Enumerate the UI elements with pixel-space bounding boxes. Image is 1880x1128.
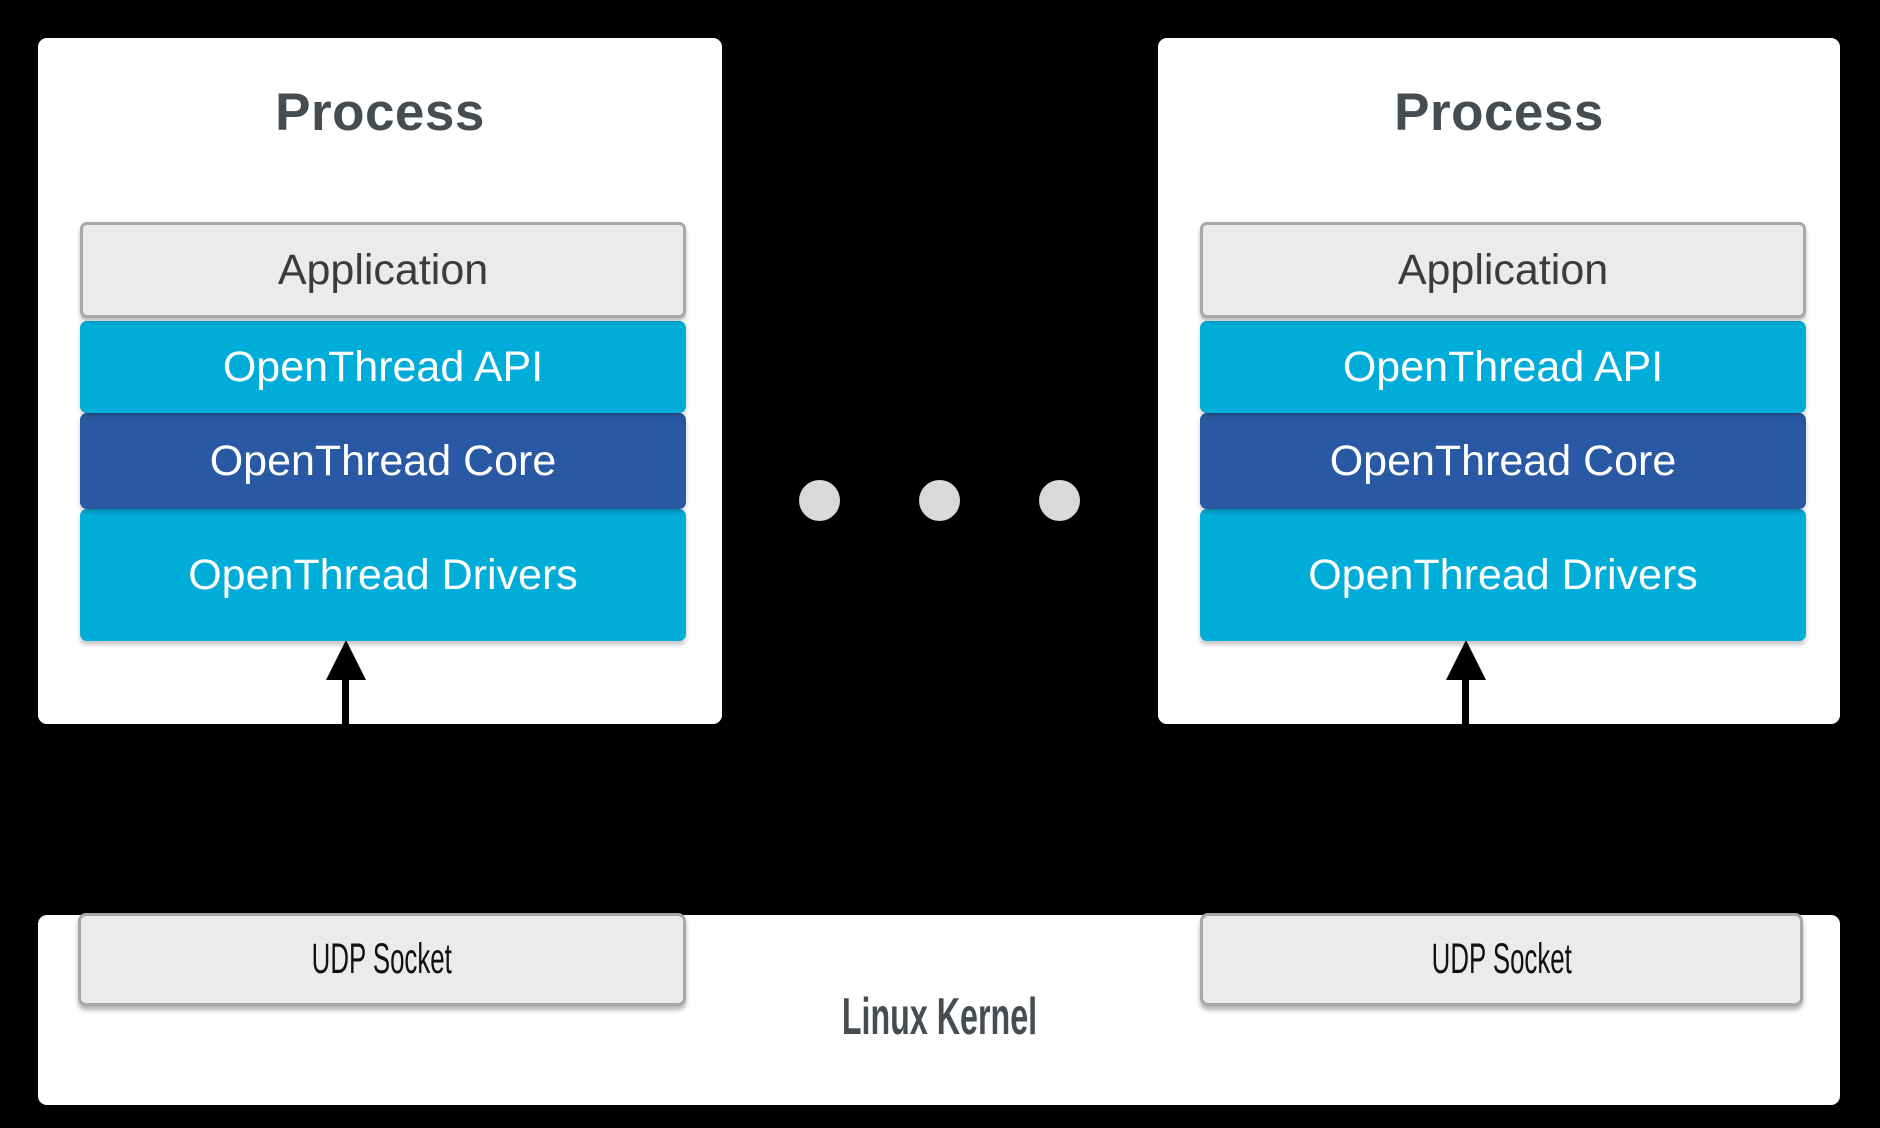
arrow-shaft-right bbox=[1462, 674, 1469, 726]
layer-application-left: Application bbox=[80, 222, 686, 318]
layer-openthread-core-right: OpenThread Core bbox=[1200, 413, 1806, 509]
process-panel-right: Process Application OpenThread API OpenT… bbox=[1158, 38, 1840, 724]
process-title-right: Process bbox=[1394, 83, 1604, 142]
linux-kernel-title-text: Linux Kernel bbox=[841, 988, 1037, 1046]
process-panel-left: Process Application OpenThread API OpenT… bbox=[38, 38, 722, 724]
layer-openthread-drivers-right: OpenThread Drivers bbox=[1200, 509, 1806, 641]
arrow-head-left bbox=[326, 640, 366, 680]
layer-stack-left: Application OpenThread API OpenThread Co… bbox=[80, 222, 686, 641]
udp-socket-label-left: UDP Socket bbox=[311, 935, 453, 983]
ellipsis-dot bbox=[799, 480, 840, 521]
layer-openthread-api-label-left: OpenThread API bbox=[222, 342, 544, 391]
ellipsis-dots bbox=[790, 480, 1100, 522]
layer-openthread-api-left: OpenThread API bbox=[80, 321, 686, 413]
udp-socket-label-right: UDP Socket bbox=[1431, 935, 1572, 983]
layer-openthread-drivers-left: OpenThread Drivers bbox=[80, 509, 686, 641]
layer-openthread-api-label-right: OpenThread API bbox=[1342, 342, 1664, 391]
arrow-shaft-left bbox=[342, 674, 349, 726]
layer-openthread-drivers-label-right: OpenThread Drivers bbox=[1308, 550, 1698, 599]
arrow-head-right bbox=[1446, 640, 1486, 680]
udp-socket-box-right: UDP Socket bbox=[1200, 913, 1803, 1006]
layer-openthread-core-label-right: OpenThread Core bbox=[1329, 436, 1677, 485]
process-title-left: Process bbox=[275, 83, 485, 142]
arrow-up-icon-left bbox=[322, 640, 368, 726]
layer-openthread-core-left: OpenThread Core bbox=[80, 413, 686, 509]
layer-openthread-api-right: OpenThread API bbox=[1200, 321, 1806, 413]
layer-openthread-drivers-label-left: OpenThread Drivers bbox=[188, 550, 578, 599]
arrow-up-icon-right bbox=[1442, 640, 1488, 726]
layer-application-right: Application bbox=[1200, 222, 1806, 318]
linux-kernel-panel: UDP Socket UDP Socket Linux Kernel bbox=[38, 913, 1840, 1105]
udp-socket-box-left: UDP Socket bbox=[78, 913, 686, 1006]
layer-application-label-right: Application bbox=[1397, 245, 1609, 294]
layer-stack-right: Application OpenThread API OpenThread Co… bbox=[1200, 222, 1806, 641]
layer-application-label-left: Application bbox=[277, 245, 489, 294]
layer-openthread-core-label-left: OpenThread Core bbox=[209, 436, 557, 485]
linux-kernel-title: Linux Kernel bbox=[38, 991, 1840, 1043]
ellipsis-dot bbox=[1039, 480, 1080, 521]
ellipsis-dot bbox=[919, 480, 960, 521]
